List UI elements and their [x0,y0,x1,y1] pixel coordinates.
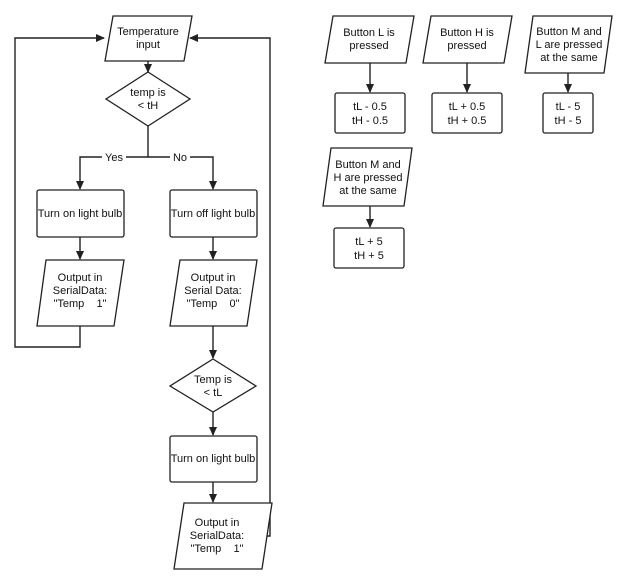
result-mh-line1: tL + 5 [355,236,382,248]
result-h-line2: tH + 0.5 [448,115,487,127]
button-ml-line3: at the same [540,52,597,64]
bulb-off-label: Turn off light bulb [171,208,255,220]
result-ml-line2: tH - 5 [555,115,582,127]
button-h-line1: Button H is [440,27,494,39]
button-mh-line3: at the same [339,185,396,197]
output-1-line3: "Temp 1" [53,298,106,310]
output-serial-temp-1-final: Output in SerialData: "Temp 1" [173,502,273,570]
button-l-line1: Button L is [343,27,395,39]
process-turn-on-bulb-2: Turn on light bulb [169,435,258,483]
button-mh-line1: Button M and [335,159,400,171]
output-0-line2: Serial Data: [184,285,241,297]
result-ml-line1: tL - 5 [556,101,581,113]
button-l-line2: pressed [349,40,388,52]
result-l-line1: tL - 0.5 [353,101,387,113]
no-label: No [173,152,187,164]
button-h-line2: pressed [447,40,486,52]
bulb-on-1-label: Turn on light bulb [38,208,123,220]
bulb-on-2-label: Turn on light bulb [171,453,256,465]
decision-low-line1: Temp is [194,374,232,386]
input-button-m-and-l-pressed: Button M and L are pressed at the same [524,15,613,74]
result-mh-line2: tH + 5 [354,250,384,262]
output-0-line3: "Temp 0" [186,298,239,310]
button-ml-line2: L are pressed [536,39,603,51]
output-0-line1: Output in [191,272,236,284]
button-mh-line2: H are pressed [333,172,402,184]
loop-back-left [14,34,105,348]
output-2-line2: SerialData: [190,530,244,542]
decision-temp-high: temp is < tH [104,71,192,127]
yes-branch-label: Yes [102,151,126,164]
start-line1: Temperature [117,26,179,38]
output-2-line1: Output in [195,517,240,529]
start-line2: input [136,39,160,51]
output-1-line2: SerialData: [53,285,107,297]
branch-no-line [148,156,217,190]
decision-low-line2: < tL [204,387,223,399]
output-2-line3: "Temp 1" [190,543,243,555]
button-ml-line1: Button M and [536,26,601,38]
input-button-l-pressed: Button L is pressed [324,15,415,64]
input-button-h-pressed: Button H is pressed [422,15,513,64]
decision-high-line2: < tH [138,100,159,112]
no-branch-label: No [170,151,190,164]
output-1-line1: Output in [58,272,103,284]
result-button-h: tL + 0.5 tH + 0.5 [431,92,503,134]
start-temperature-input: Temperature input [104,15,193,62]
result-l-line2: tH - 0.5 [352,115,388,127]
output-serial-temp-0: Output in Serial Data: "Temp 0" [169,259,258,327]
yes-label: Yes [105,152,123,164]
result-h-line1: tL + 0.5 [449,101,486,113]
decision-high-line1: temp is [130,87,166,99]
result-button-m-and-h: tL + 5 tH + 5 [333,227,405,269]
process-turn-on-bulb-1: Turn on light bulb [36,189,125,238]
input-button-m-and-h-pressed: Button M and H are pressed at the same [322,147,413,207]
process-turn-off-bulb: Turn off light bulb [169,189,258,238]
result-button-l: tL - 0.5 tH - 0.5 [334,92,406,134]
result-button-m-and-l: tL - 5 tH - 5 [542,92,594,134]
output-serial-temp-1: Output in SerialData: "Temp 1" [36,259,125,327]
decision-temp-low: Temp is < tL [168,358,258,413]
